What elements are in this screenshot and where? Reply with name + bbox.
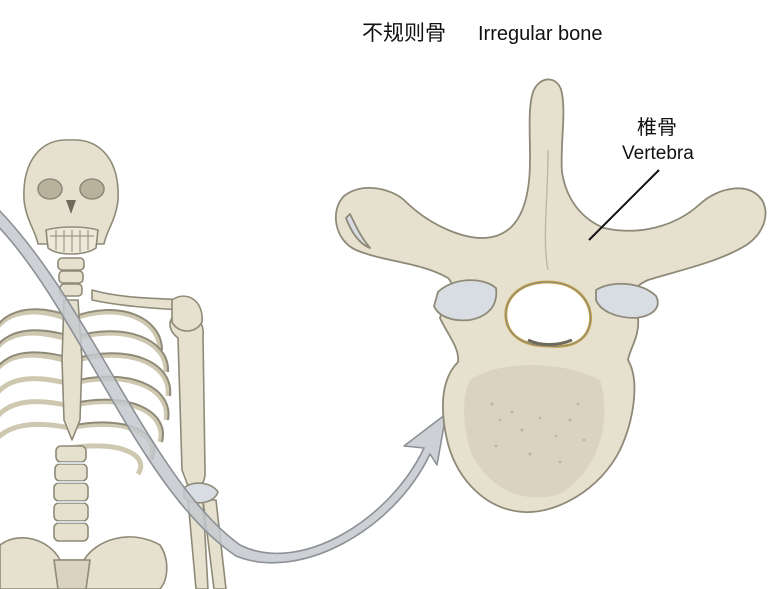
vertebra-illustration (335, 78, 767, 513)
figure-title-english: Irregular bone (478, 23, 603, 45)
skull (23, 139, 119, 255)
arm-bones (169, 314, 227, 589)
figure-title-chinese: 不规则骨 (362, 21, 446, 45)
skeleton-illustration (0, 139, 227, 589)
right-facet (595, 282, 659, 319)
vertebra-leader-line (588, 169, 660, 241)
rib-cage (0, 309, 171, 476)
vertebra-label-english: Vertebra (622, 143, 694, 164)
left-facet (433, 279, 498, 322)
pointer-arrow (0, 210, 447, 564)
vertebra-label-chinese: 椎骨 (637, 115, 677, 139)
